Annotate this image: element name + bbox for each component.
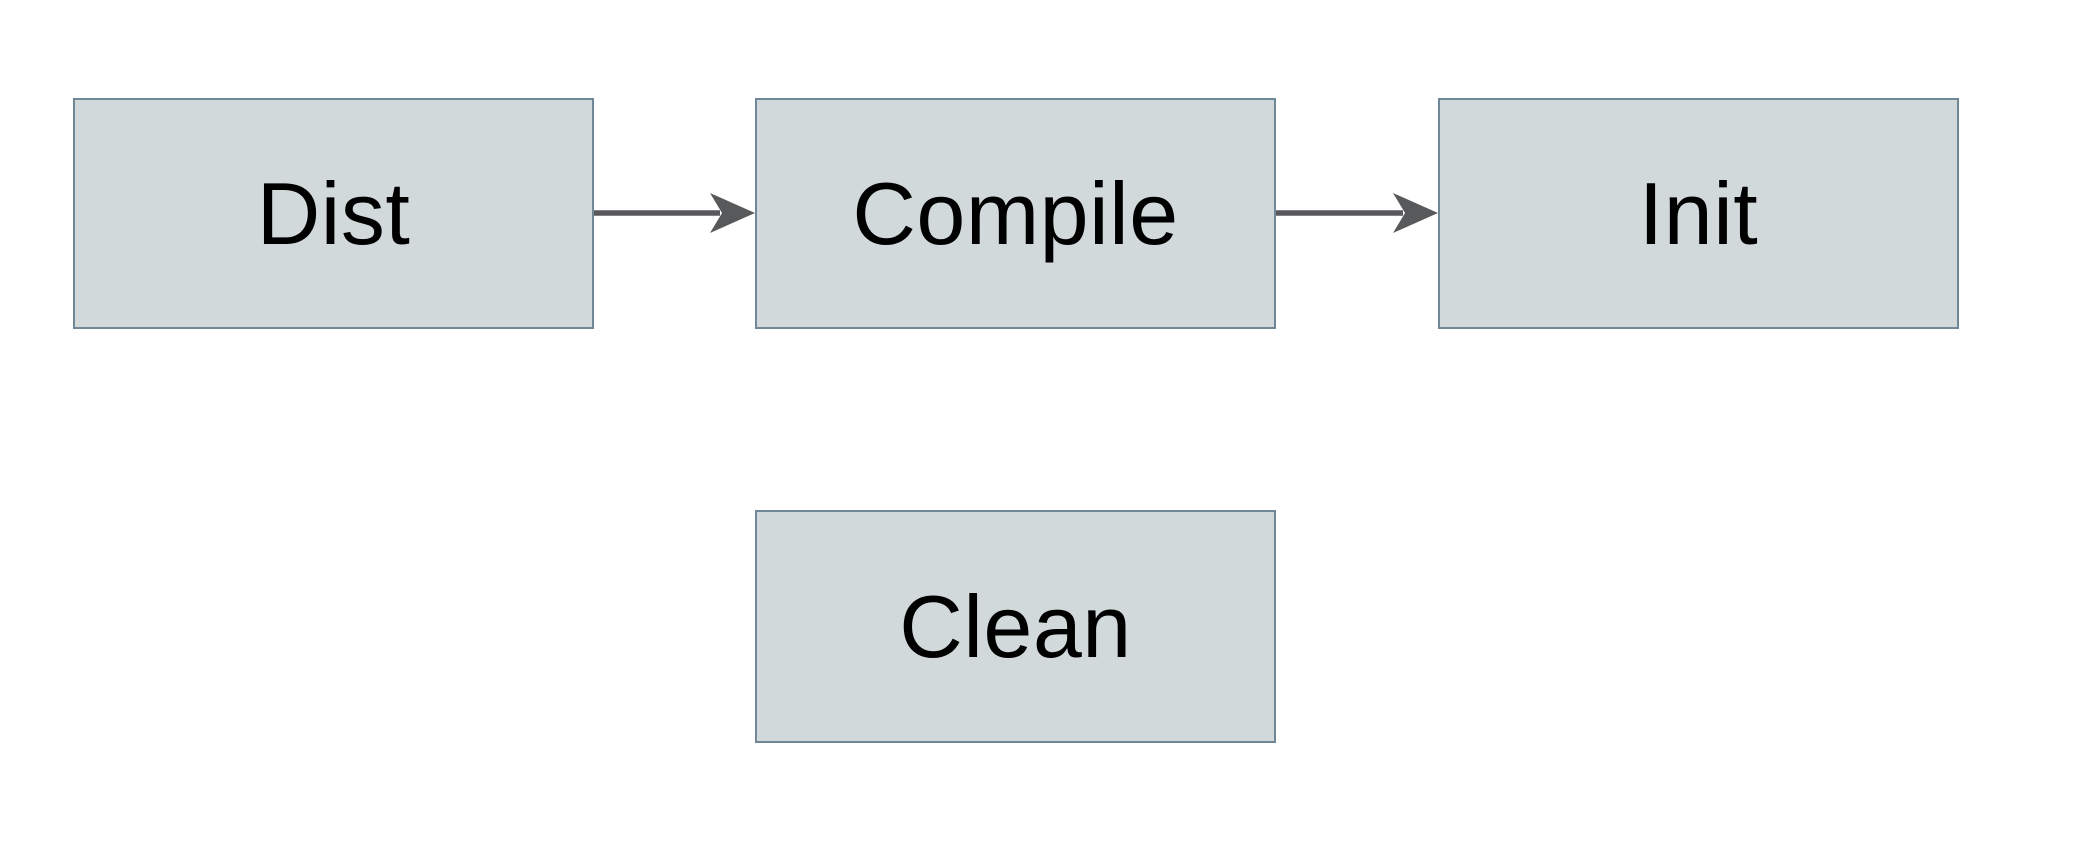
- node-dist: Dist: [73, 98, 594, 329]
- arrow-compile-to-init: [1276, 190, 1438, 236]
- arrow-dist-to-compile: [594, 190, 755, 236]
- node-clean-label: Clean: [899, 576, 1132, 676]
- node-compile-label: Compile: [852, 163, 1179, 263]
- node-dist-label: Dist: [256, 163, 411, 263]
- node-compile: Compile: [755, 98, 1276, 329]
- arrow-icon: [1276, 193, 1438, 233]
- node-init: Init: [1438, 98, 1959, 329]
- node-init-label: Init: [1638, 163, 1759, 263]
- arrow-icon: [594, 193, 755, 233]
- node-clean: Clean: [755, 510, 1276, 743]
